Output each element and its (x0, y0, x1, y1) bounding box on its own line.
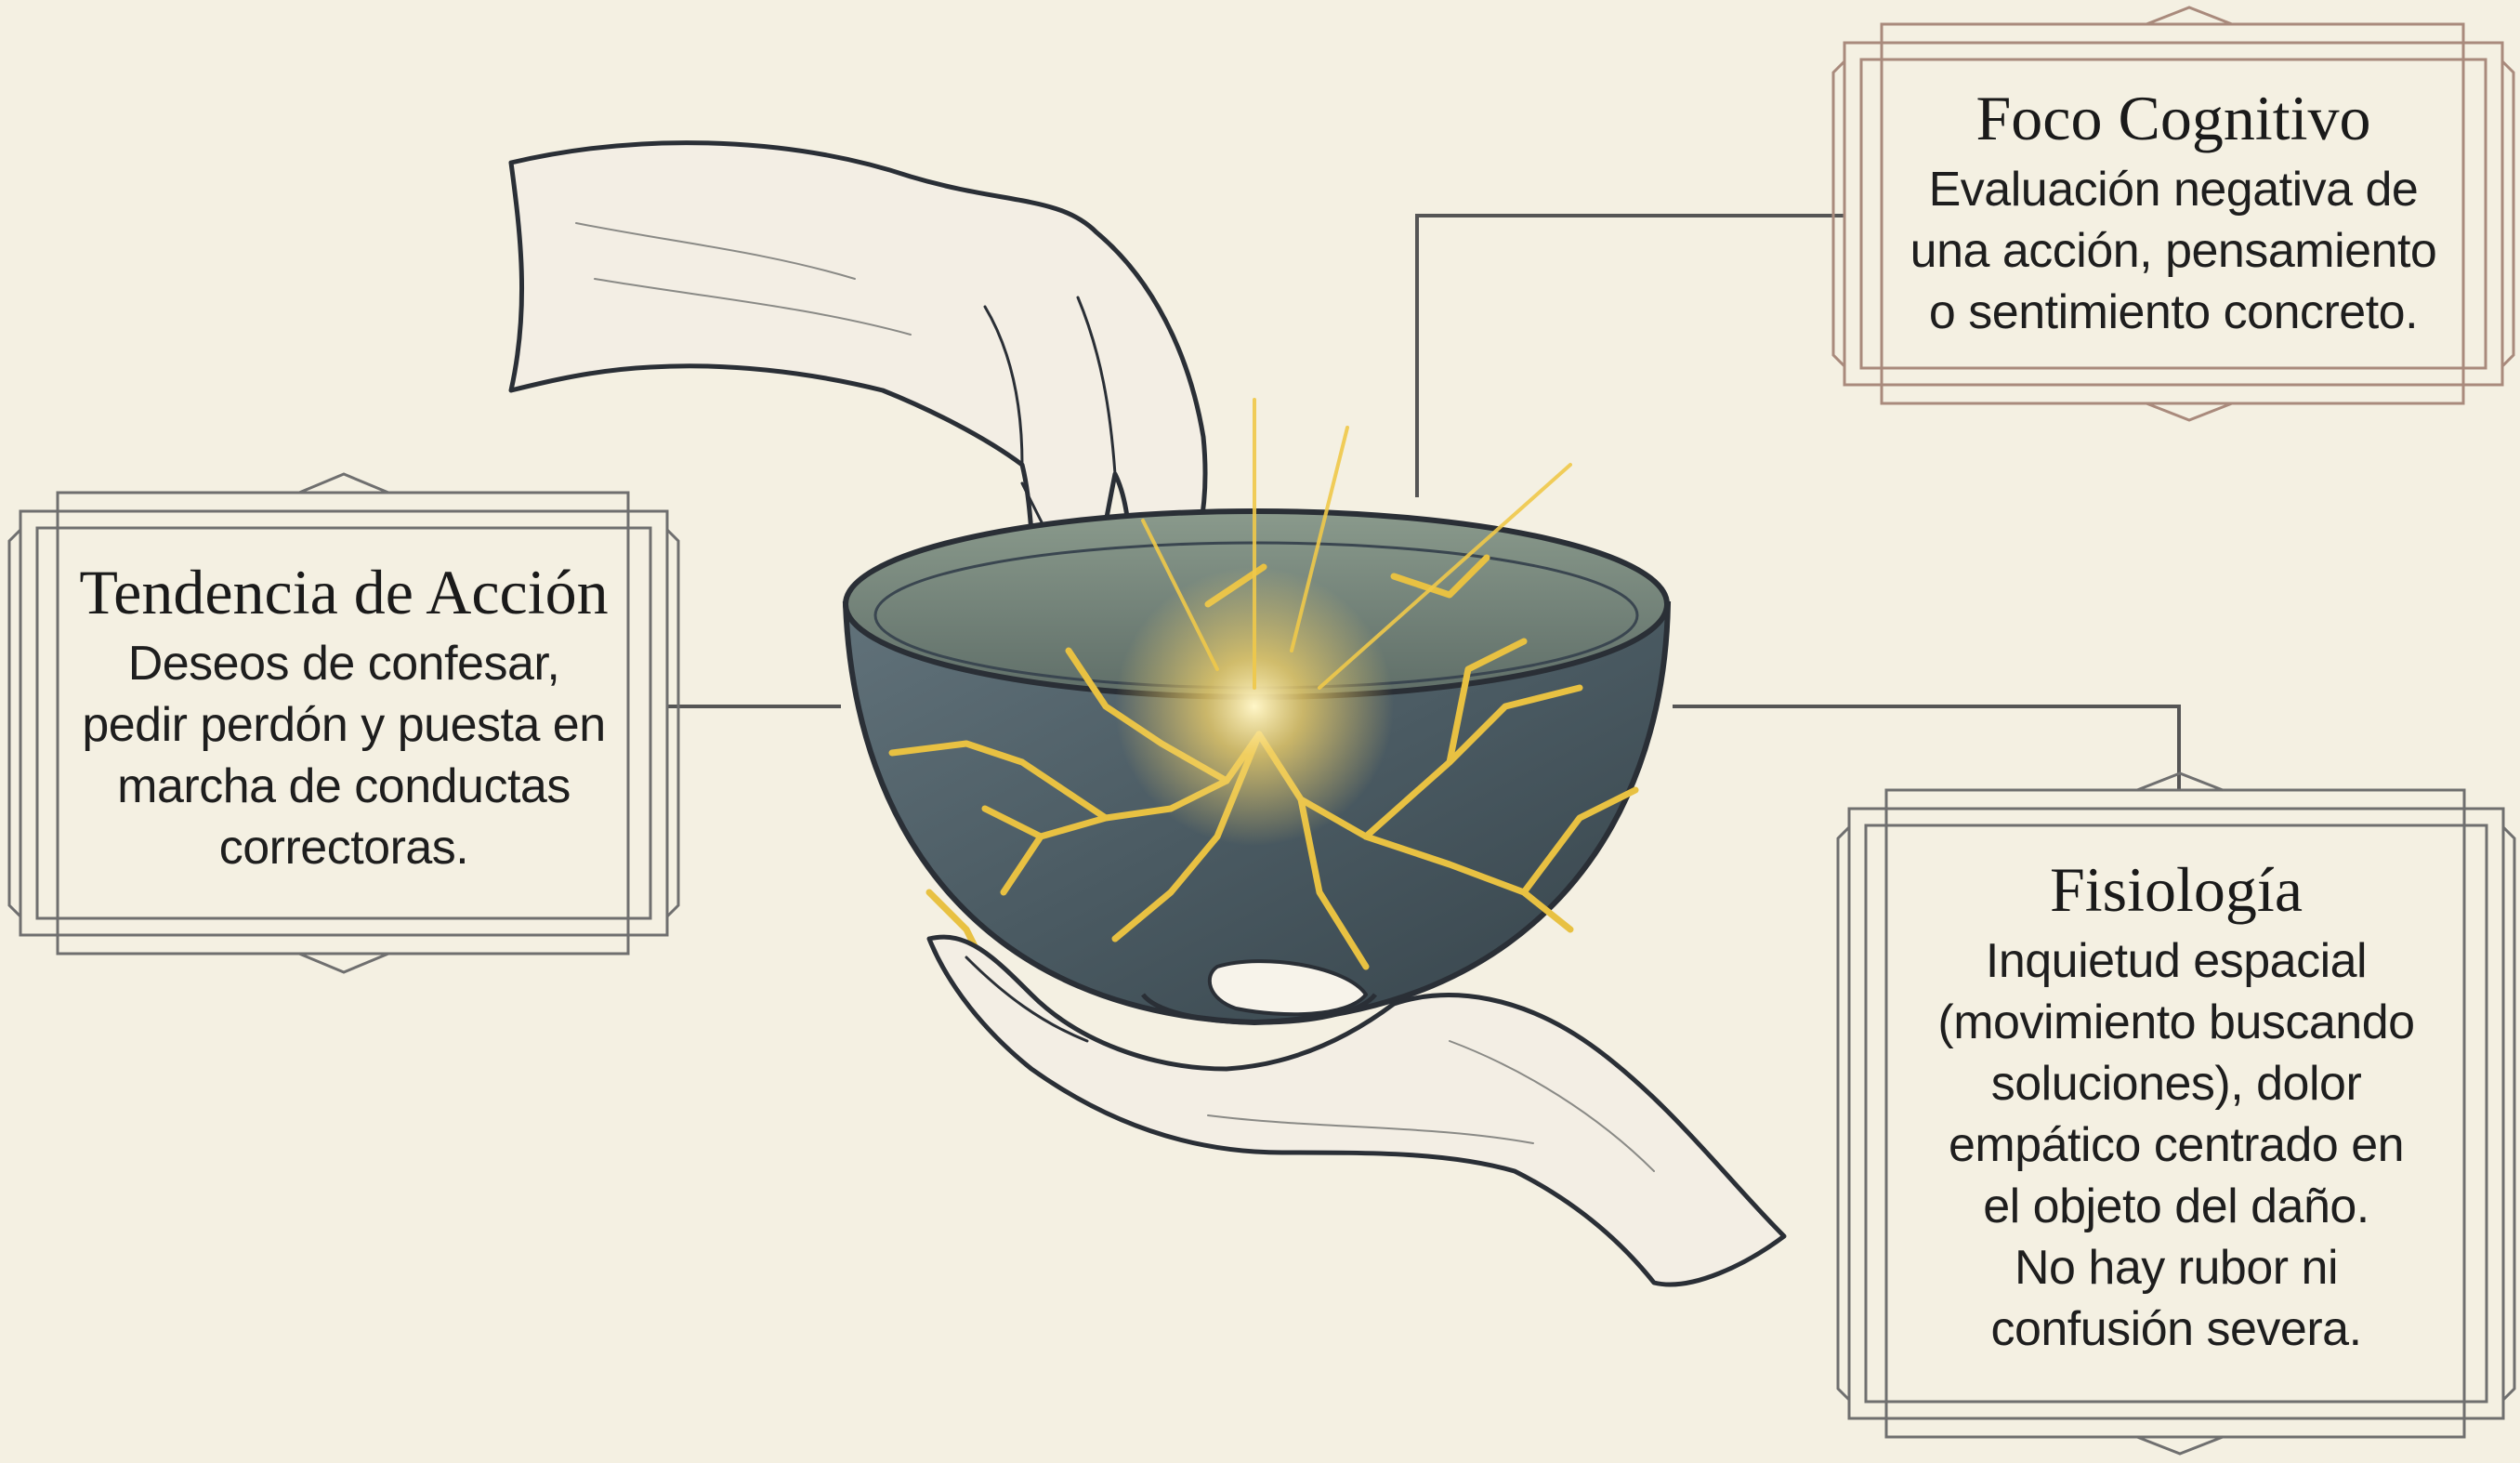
panel-line: o sentimiento concreto. (1910, 282, 2437, 343)
panel-body-fisiologia: Inquietud espacial (movimiento buscando … (1937, 930, 2414, 1360)
panel-line: soluciones), dolor (1937, 1053, 2414, 1114)
lower-hand (929, 937, 1784, 1285)
panel-line: empático centrado en (1937, 1114, 2414, 1176)
panel-foco-cognitivo: Foco Cognitivo Evaluación negativa de un… (1861, 84, 2486, 343)
connector-top (1417, 216, 1844, 497)
panel-title-fisiologia: Fisiología (2050, 855, 2303, 925)
connector-right (1673, 706, 2179, 790)
panel-line: correctoras. (82, 817, 605, 878)
panel-line: Deseos de confesar, (82, 633, 605, 694)
panel-body-cognitivo: Evaluación negativa de una acción, pensa… (1910, 159, 2437, 343)
panel-fisiologia: Fisiología Inquietud espacial (movimient… (1866, 855, 2487, 1360)
panel-line: pedir perdón y puesta en (82, 694, 605, 756)
panel-line: Evaluación negativa de (1910, 159, 2437, 220)
panel-line: una acción, pensamiento (1910, 220, 2437, 282)
panel-title-cognitivo: Foco Cognitivo (1975, 84, 2370, 153)
panel-tendencia-accion: Tendencia de Acción Deseos de confesar, … (37, 558, 650, 878)
panel-line: marcha de conductas (82, 756, 605, 817)
panel-line: No hay rubor ni (1937, 1237, 2414, 1298)
panel-line: (movimiento buscando (1937, 992, 2414, 1053)
panel-body-accion: Deseos de confesar, pedir perdón y puest… (82, 633, 605, 878)
panel-line: el objeto del daño. (1937, 1176, 2414, 1237)
panel-title-accion: Tendencia de Acción (79, 558, 608, 627)
panel-line: confusión severa. (1937, 1298, 2414, 1360)
panel-line: Inquietud espacial (1937, 930, 2414, 992)
